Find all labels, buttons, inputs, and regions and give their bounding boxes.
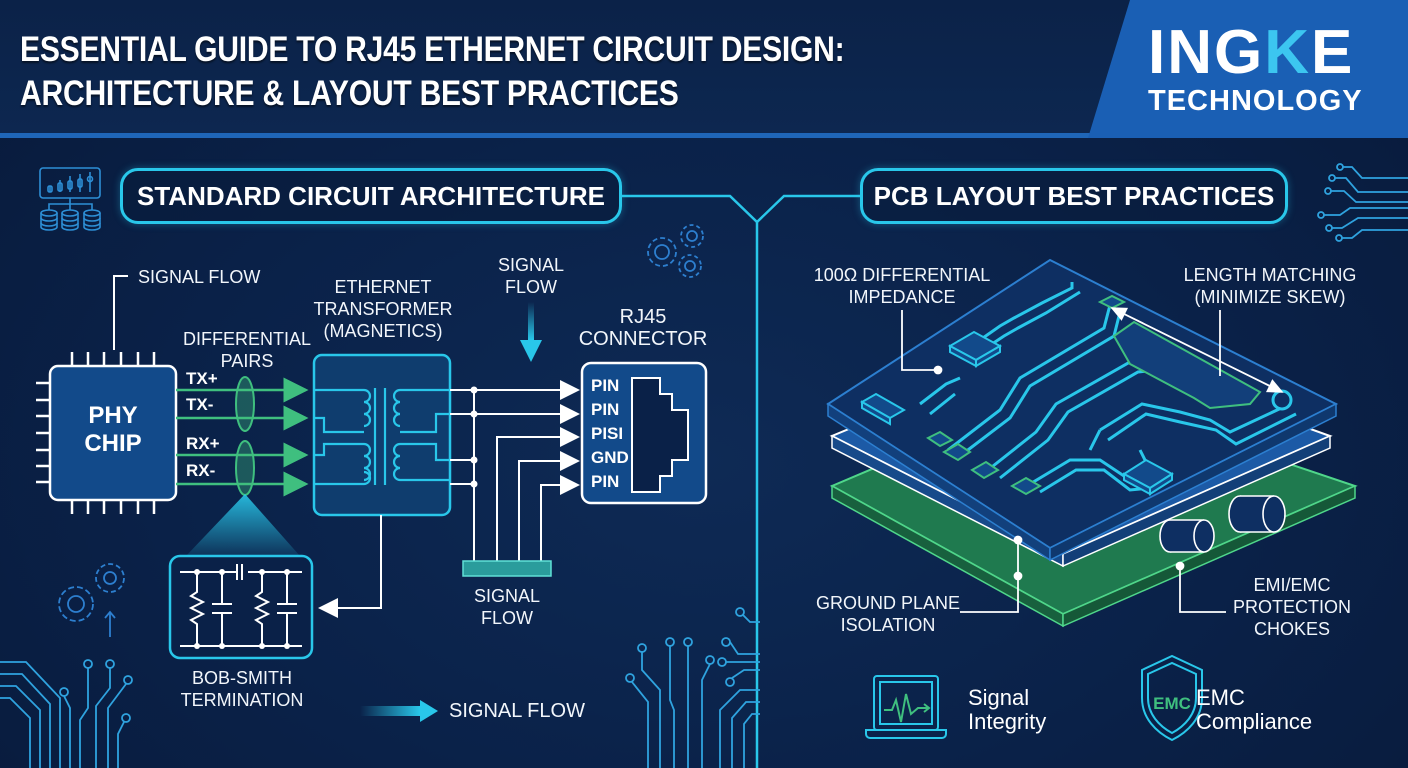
title-line-2: ARCHITECTURE & LAYOUT BEST PRACTICES (20, 74, 679, 113)
label-differential-pairs-line1: DIFFERENTIAL (182, 329, 311, 349)
label-transformer-line3: (MAGNETICS) (323, 321, 443, 341)
brand-name: INGKE (1148, 22, 1354, 84)
emi-choke-components (1159, 495, 1286, 553)
circuit-traces-bottom-left (0, 659, 133, 768)
gears-icon-left (58, 563, 125, 637)
signal-rx-minus: RX- (186, 461, 216, 480)
callout-impedance-line2: IMPEDANCE (848, 287, 956, 307)
callout-emi-chokes-line2: PROTECTION (1232, 597, 1351, 617)
label-bob-smith-termination: BOB-SMITH TERMINATION (160, 667, 324, 711)
feature-signal-integrity: Signal Integrity (968, 686, 1046, 734)
label-rj45-connector: RJ45 CONNECTOR (570, 306, 716, 350)
callout-impedance: 100Ω DIFFERENTIAL IMPEDANCE (806, 264, 998, 308)
page-title: ESSENTIAL GUIDE TO RJ45 ETHERNET CIRCUIT… (20, 28, 949, 116)
label-differential-pairs: DIFFERENTIAL PAIRS (182, 328, 312, 372)
signal-flow-bus-bar (462, 560, 552, 577)
feature-emc-compliance-line2: Compliance (1196, 709, 1313, 734)
emc-shield-badge-text: EMC (1153, 694, 1191, 713)
feature-signal-integrity-line1: Signal (968, 685, 1030, 710)
bob-smith-termination-circuit (168, 554, 314, 660)
brand-logo: INGKE TECHNOLOGY (1088, 0, 1408, 138)
section-title-pcb-layout-text: PCB LAYOUT BEST PRACTICES (873, 180, 1275, 211)
callout-emi-chokes: EMI/EMC PROTECTION CHOKES (1226, 574, 1358, 640)
label-signal-flow-mid-line2: FLOW (505, 277, 557, 297)
label-signal-flow-mid: SIGNAL FLOW (488, 254, 574, 298)
signal-tx-minus: TX- (186, 395, 214, 414)
callout-length-matching: LENGTH MATCHING (MINIMIZE SKEW) (1166, 264, 1374, 308)
callout-emi-chokes-line3: CHOKES (1253, 619, 1331, 639)
circuit-traces-top-right (1317, 163, 1408, 242)
signal-flow-legend-arrow (360, 700, 438, 722)
label-differential-pairs-line2: PAIRS (220, 351, 274, 371)
rj45-pin-1: PIN (591, 376, 620, 395)
differential-signal-lines (176, 377, 309, 497)
label-signal-flow-mid-line1: SIGNAL (497, 255, 565, 275)
differential-pair-ring-tx (235, 376, 255, 432)
callout-impedance-line1: 100Ω DIFFERENTIAL (813, 265, 991, 285)
phy-chip-pins (36, 352, 156, 514)
pcb-callout-lines (901, 307, 1284, 613)
signal-flow-down-arrow (520, 302, 542, 362)
rj45-pin-5: PIN (591, 472, 620, 491)
pcb-pads (926, 294, 1127, 496)
brand-name-accent: K (1264, 18, 1312, 87)
phy-chip-label-line2: CHIP (84, 430, 142, 457)
rj45-connector (580, 361, 708, 505)
rj45-pin-4: GND (591, 448, 629, 467)
label-signal-flow-bus-line2: FLOW (481, 608, 533, 628)
pcb-components (859, 330, 1174, 496)
length-matching-end-pad (1271, 389, 1293, 411)
brand-name-part1: ING (1148, 18, 1265, 87)
title-line-1: ESSENTIAL GUIDE TO RJ45 ETHERNET CIRCUIT… (20, 30, 845, 69)
section-title-pcb-layout: PCB LAYOUT BEST PRACTICES (860, 168, 1288, 224)
label-transformer-line1: ETHERNET (334, 277, 432, 297)
label-transformer-line2: TRANSFORMER (313, 299, 453, 319)
label-bob-smith-line2: TERMINATION (180, 690, 304, 710)
feature-emc-compliance-line1: EMC (1196, 685, 1245, 710)
callout-length-matching-line2: (MINIMIZE SKEW) (1194, 287, 1346, 307)
section-title-architecture: STANDARD CIRCUIT ARCHITECTURE (120, 168, 622, 224)
brand-name-part2: E (1311, 18, 1355, 87)
signal-rx-plus: RX+ (186, 434, 220, 453)
feature-signal-integrity-line2: Integrity (968, 709, 1047, 734)
dashboard-database-icon (39, 167, 101, 231)
label-rj45-line2: CONNECTOR (578, 328, 708, 350)
gears-icon-top (647, 224, 704, 278)
phy-chip-label: PHY CHIP (50, 402, 176, 458)
label-ethernet-transformer: ETHERNET TRANSFORMER (MAGNETICS) (308, 276, 458, 342)
brand-subtitle: TECHNOLOGY (1148, 85, 1363, 117)
termination-spotlight (186, 494, 300, 556)
phy-chip-label-line1: PHY (88, 402, 138, 429)
ethernet-transformer (312, 353, 452, 517)
architecture-diagram (36, 275, 708, 722)
transformer-to-termination-line (318, 515, 382, 618)
label-signal-flow-bus-line1: SIGNAL (473, 586, 541, 606)
label-signal-flow-top: SIGNAL FLOW (138, 267, 261, 287)
circuit-traces-bottom-middle (625, 607, 760, 768)
rj45-pin-2: PIN (591, 400, 620, 419)
label-signal-flow-bus: SIGNAL FLOW (462, 585, 552, 629)
label-bob-smith-line1: BOB-SMITH (191, 668, 292, 688)
callout-ground-plane: GROUND PLANE ISOLATION (810, 592, 966, 636)
feature-emc-compliance: EMC Compliance (1196, 686, 1312, 734)
callout-emi-chokes-line1: EMI/EMC (1253, 575, 1331, 595)
header-banner: ESSENTIAL GUIDE TO RJ45 ETHERNET CIRCUIT… (0, 0, 1408, 138)
label-signal-flow-legend: SIGNAL FLOW (449, 700, 585, 722)
transformer-to-rj45-lines (450, 380, 580, 565)
signal-flow-callout-line (113, 275, 128, 350)
callout-ground-plane-line1: GROUND PLANE (815, 593, 961, 613)
callout-length-matching-line1: LENGTH MATCHING (1183, 265, 1357, 285)
rj45-pin-3: PISI (591, 424, 624, 443)
signal-tx-plus: TX+ (186, 369, 218, 388)
callout-ground-plane-line2: ISOLATION (840, 615, 936, 635)
shield-emc-icon (1141, 654, 1203, 742)
laptop-waveform-icon (865, 675, 947, 739)
section-title-architecture-text: STANDARD CIRCUIT ARCHITECTURE (137, 180, 605, 211)
label-rj45-line1: RJ45 (619, 306, 667, 328)
phy-chip (48, 364, 178, 502)
